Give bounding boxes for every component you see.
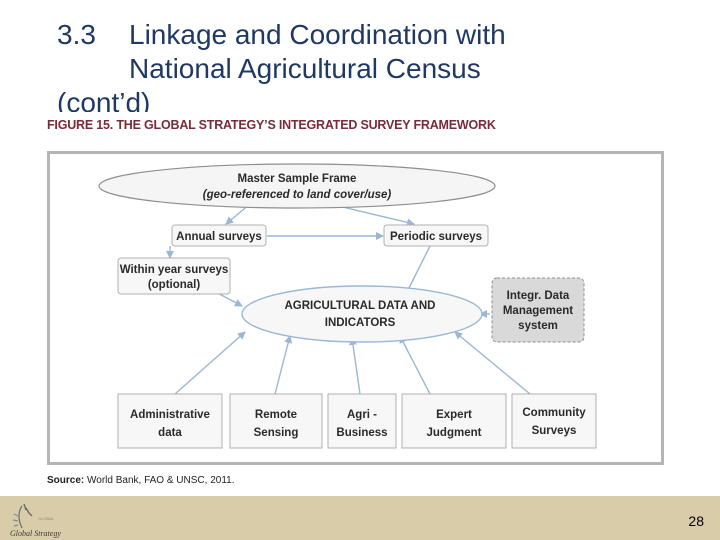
agri-business-box: Agri - Business bbox=[327, 393, 397, 449]
integr-line-1: Integr. Data bbox=[507, 290, 570, 302]
diagram-frame: Master Sample Frame (geo-referenced to l… bbox=[47, 151, 664, 465]
title-line-2: National Agricultural Census bbox=[129, 53, 481, 84]
periodic-surveys-box: Periodic surveys bbox=[383, 224, 489, 247]
source-text: World Bank, FAO & UNSC, 2011. bbox=[87, 475, 235, 486]
bottom-3-line-1: Expert bbox=[436, 409, 472, 421]
bottom-1-line-1: Remote bbox=[255, 409, 297, 421]
community-surveys-box: Community Surveys bbox=[511, 393, 597, 449]
periodic-surveys-label: Periodic surveys bbox=[390, 231, 482, 243]
arrow-admin-to-center bbox=[174, 331, 246, 395]
figure-caption: FIGURE 15. THE GLOBAL STRATEGY’S INTEGRA… bbox=[47, 118, 496, 132]
arrow-community-to-center bbox=[454, 331, 531, 395]
figure-source: Source: World Bank, FAO & UNSC, 2011. bbox=[47, 475, 234, 486]
arrow-expert-to-center bbox=[399, 335, 431, 395]
agricultural-data-indicators: AGRICULTURAL DATA AND INDICATORS bbox=[241, 285, 483, 343]
title-line-1: Linkage and Coordination with bbox=[129, 19, 506, 50]
bottom-source-boxes: Administrative data Remote Sensing Agri … bbox=[117, 393, 597, 449]
master-frame-line-2: (geo-referenced to land cover/use) bbox=[203, 189, 392, 201]
arrow-remote-to-center bbox=[274, 335, 293, 395]
bottom-2-line-1: Agri - bbox=[347, 409, 377, 421]
bottom-4-line-1: Community bbox=[522, 407, 586, 419]
within-year-surveys-box: Within year surveys (optional) bbox=[117, 257, 231, 295]
expert-judgment-box: Expert Judgment bbox=[401, 393, 507, 449]
title-line-3: (cont’d) bbox=[57, 87, 151, 112]
global-strategy-logo: GLOBAL Global Strategy bbox=[10, 503, 61, 538]
bottom-0-line-1: Administrative bbox=[130, 409, 210, 421]
bottom-2-line-2: Business bbox=[336, 427, 387, 439]
integr-line-2: Management bbox=[503, 305, 573, 317]
bottom-3-line-2: Judgment bbox=[427, 427, 482, 439]
annual-surveys-box: Annual surveys bbox=[171, 224, 267, 247]
source-label: Source: bbox=[47, 475, 85, 486]
bottom-0-line-2: data bbox=[158, 427, 182, 439]
title-area: 3.3 Linkage and Coordination with Nationa… bbox=[0, 0, 720, 112]
framework-diagram: Master Sample Frame (geo-referenced to l… bbox=[98, 163, 597, 449]
within-year-line-1: Within year surveys bbox=[120, 264, 229, 276]
bottom-4-line-2: Surveys bbox=[532, 425, 577, 437]
within-year-line-2: (optional) bbox=[148, 279, 201, 291]
arrow-agri-to-center bbox=[349, 337, 361, 395]
center-line-1: AGRICULTURAL DATA AND bbox=[285, 300, 436, 312]
master-sample-frame: Master Sample Frame (geo-referenced to l… bbox=[98, 163, 496, 209]
title-number: 3.3 bbox=[57, 19, 96, 50]
footer-bar bbox=[0, 496, 720, 540]
slide-title: 3.3 Linkage and Coordination with Nationa… bbox=[57, 18, 697, 112]
integrated-data-management-box: Integr. Data Management system bbox=[491, 277, 585, 343]
annual-surveys-label: Annual surveys bbox=[176, 231, 262, 243]
svg-text:GLOBAL: GLOBAL bbox=[38, 516, 55, 521]
bottom-1-line-2: Sensing bbox=[254, 427, 299, 439]
integr-line-3: system bbox=[518, 320, 558, 332]
logo-text: Global Strategy bbox=[10, 529, 61, 538]
master-frame-line-1: Master Sample Frame bbox=[238, 173, 357, 185]
administrative-data-box: Administrative data bbox=[117, 393, 223, 449]
center-line-2: INDICATORS bbox=[325, 317, 396, 329]
page-number: 28 bbox=[688, 513, 704, 529]
remote-sensing-box: Remote Sensing bbox=[229, 393, 323, 449]
